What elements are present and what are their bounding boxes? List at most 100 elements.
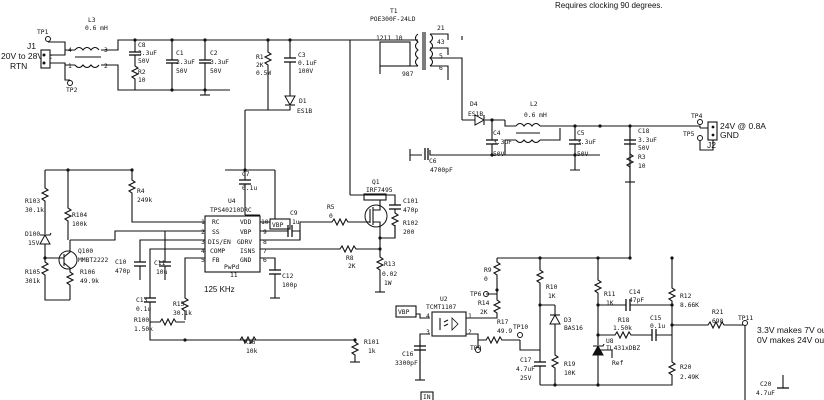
svg-text:C18: C18 — [638, 128, 650, 135]
svg-text:1: 1 — [201, 219, 205, 226]
d4-diode: D4 ES1B — [462, 101, 505, 126]
svg-text:POE300F-24LD: POE300F-24LD — [370, 16, 416, 23]
vbp-flag-upper: VBP — [269, 218, 291, 230]
svg-text:R20: R20 — [680, 364, 692, 371]
j1-connector — [40, 49, 51, 69]
svg-text:2: 2 — [468, 329, 472, 336]
q100-transistor: Q100 MMBT2222 — [45, 240, 109, 270]
r3-resistor: R3 10 — [625, 150, 646, 183]
svg-text:R21: R21 — [712, 309, 724, 316]
r8-resistor: R8 2K — [290, 244, 380, 270]
c5-capacitor: C5 3.3uF 50V — [569, 126, 596, 158]
vbp-flag-lower: VBP — [395, 305, 417, 318]
svg-text:24V @ 0.8A: 24V @ 0.8A — [720, 121, 766, 131]
svg-text:C8: C8 — [138, 42, 146, 49]
svg-text:2K: 2K — [256, 62, 264, 69]
svg-text:11: 11 — [230, 272, 238, 279]
svg-text:4.7uF: 4.7uF — [516, 366, 535, 373]
r17-resistor: R17 49.9 — [478, 319, 520, 345]
t1-transformer: T1 POE300F-24LD 1211 10 987 21 43 5 6 — [350, 8, 463, 120]
svg-text:L2: L2 — [530, 101, 538, 108]
svg-text:3.3uF: 3.3uF — [210, 59, 229, 66]
svg-text:470p: 470p — [115, 268, 130, 275]
svg-text:VBP: VBP — [272, 222, 284, 229]
svg-text:1.50k: 1.50k — [613, 325, 632, 332]
svg-text:1W: 1W — [384, 280, 392, 287]
svg-text:1.50k: 1.50k — [134, 326, 153, 333]
c17-capacitor: C17 4.7uF 25V — [516, 305, 546, 385]
svg-text:C20: C20 — [760, 381, 772, 388]
c1-capacitor: C1 3.3uF 50V — [166, 40, 195, 90]
svg-text:U4: U4 — [228, 198, 236, 205]
svg-text:3300pF: 3300pF — [395, 360, 418, 367]
svg-text:10K: 10K — [564, 370, 576, 377]
svg-text:Ref: Ref — [612, 360, 624, 367]
svg-text:2K: 2K — [348, 263, 356, 270]
q1-mosfet: Q1 IRF7495 — [363, 179, 393, 238]
input-rtn-label: RTN — [10, 61, 27, 71]
svg-text:C10: C10 — [115, 259, 127, 266]
c15-capacitor: C15 0.1u — [650, 315, 672, 341]
tp2-testpoint — [67, 80, 73, 86]
c18-capacitor: C18 3.3uF 50V — [624, 126, 657, 152]
c6-capacitor: C6 4700pF — [409, 148, 462, 174]
c101-capacitor: C101 470p — [389, 198, 418, 214]
svg-text:25V: 25V — [520, 375, 532, 382]
r11-resistor: R11 1K — [593, 258, 616, 320]
svg-text:0.5W: 0.5W — [256, 70, 271, 77]
svg-text:100k: 100k — [72, 221, 87, 228]
svg-text:C16: C16 — [402, 351, 414, 358]
r18-resistor: R18 1.50k — [598, 317, 650, 340]
svg-text:30.1k: 30.1k — [25, 207, 44, 214]
svg-text:49.9: 49.9 — [497, 328, 512, 335]
l2-inductor: L2 0.6 mH — [504, 101, 561, 155]
svg-text:C5: C5 — [577, 130, 585, 137]
r102-resistor: R102 200 — [390, 209, 418, 238]
svg-text:J2: J2 — [707, 140, 716, 150]
c20-capacitor: C20 4.7uF — [756, 375, 789, 397]
svg-text:0.6 mH: 0.6 mH — [524, 112, 547, 119]
input-voltage-label: 20V to 28Vdc — [1, 51, 53, 61]
svg-text:0.1u: 0.1u — [242, 185, 257, 192]
svg-text:C4: C4 — [493, 130, 501, 137]
r106-resistor: R106 49.9k — [65, 269, 99, 300]
u8-shunt-regulator: U8 TL431xDBZ Ref — [592, 320, 640, 385]
svg-text:T1: T1 — [390, 8, 398, 15]
r104-resistor: R104 100k — [63, 170, 87, 240]
r12-resistor: R12 8.66K — [667, 258, 699, 358]
svg-text:249k: 249k — [137, 197, 152, 204]
svg-text:4: 4 — [426, 313, 430, 320]
svg-text:2.49K: 2.49K — [680, 374, 699, 381]
r9-resistor: R9 0 — [484, 258, 502, 290]
svg-text:TP6: TP6 — [470, 291, 482, 298]
svg-text:470p: 470p — [403, 207, 418, 214]
svg-text:50V: 50V — [638, 145, 650, 152]
svg-text:1: 1 — [468, 313, 472, 320]
svg-text:200: 200 — [403, 229, 415, 236]
svg-text:VBP: VBP — [240, 229, 252, 236]
d1-diode: D1 ES1B — [268, 72, 312, 115]
svg-text:R13: R13 — [384, 261, 396, 268]
svg-text:IN: IN — [423, 394, 431, 400]
svg-text:5: 5 — [439, 53, 443, 60]
feedback-note-line-1: 3.3V makes 7V out — [757, 325, 824, 335]
tp6-testpoint: TP6 — [470, 291, 489, 298]
r4-resistor: R4 249k — [127, 170, 205, 223]
svg-text:C12: C12 — [282, 273, 294, 280]
svg-text:Q100: Q100 — [78, 248, 93, 255]
svg-text:MMBT2222: MMBT2222 — [78, 257, 109, 264]
svg-text:R12: R12 — [680, 293, 692, 300]
c16-capacitor: C16 3300pF — [395, 340, 426, 381]
svg-text:TP5: TP5 — [683, 131, 695, 138]
svg-text:FB: FB — [212, 257, 220, 264]
svg-text:4700pF: 4700pF — [430, 167, 453, 174]
svg-text:0.1uF: 0.1uF — [298, 60, 317, 67]
svg-text:0: 0 — [484, 276, 488, 283]
svg-text:R8: R8 — [346, 255, 354, 262]
svg-text:2: 2 — [104, 63, 108, 70]
svg-text:5: 5 — [201, 257, 205, 264]
tp2-label: TP2 — [66, 87, 78, 94]
c11-capacitor: C11 10u — [154, 255, 171, 280]
c2-capacitor: C2 3.3uF 50V — [199, 40, 229, 96]
svg-text:VBP: VBP — [398, 309, 410, 316]
